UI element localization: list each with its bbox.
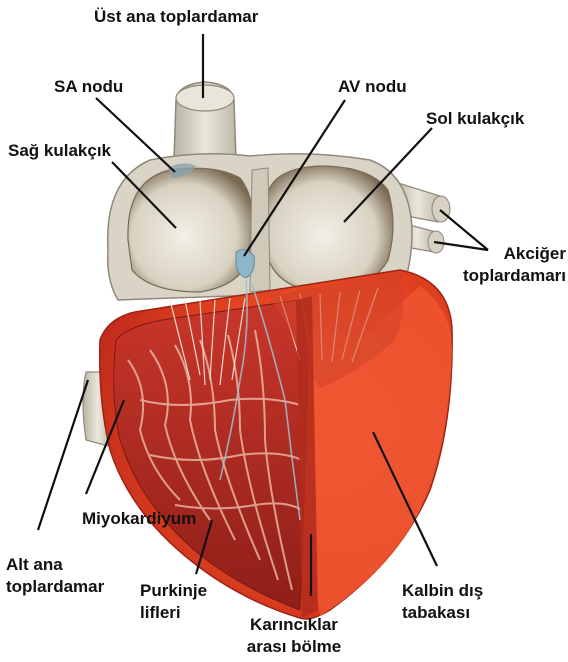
label-av-nodu: AV nodu xyxy=(338,76,407,98)
label-akciger-line2: toplardamarı xyxy=(452,265,566,287)
label-purkinje-line1: Purkinje xyxy=(140,580,207,602)
label-purkinje-lifleri: Purkinje lifleri xyxy=(140,580,207,624)
label-purkinje-line2: lifleri xyxy=(140,602,207,624)
label-miyokardiyum: Miyokardiyum xyxy=(82,508,196,530)
label-alt-ana-line2: toplardamar xyxy=(6,576,104,598)
label-sol-kulakcik-text: Sol kulakçık xyxy=(426,108,524,130)
label-alt-ana-line1: Alt ana xyxy=(6,554,104,576)
label-sa-nodu-text: SA nodu xyxy=(54,76,123,98)
label-kalbin-line2: tabakası xyxy=(402,602,483,624)
label-akciger-toplardamari: Akciğer toplardamarı xyxy=(452,243,566,287)
label-ust-ana-toplardamar: Üst ana toplardamar xyxy=(94,6,258,28)
label-sag-kulakcik: Sağ kulakçık xyxy=(8,140,111,162)
ventricles xyxy=(100,270,452,619)
label-kalbin-line1: Kalbin dış xyxy=(402,580,483,602)
label-akciger-line1: Akciğer xyxy=(452,243,566,265)
label-av-nodu-text: AV nodu xyxy=(338,76,407,98)
label-miyokardiyum-text: Miyokardiyum xyxy=(82,508,196,530)
label-ust-ana-toplardamar-text: Üst ana toplardamar xyxy=(94,6,258,28)
superior-vena-cava xyxy=(174,82,236,160)
label-sol-kulakcik: Sol kulakçık xyxy=(426,108,524,130)
label-karinciklar-line1: Karıncıklar xyxy=(232,614,356,636)
label-karinciklar-arasi-bolme: Karıncıklar arası bölme xyxy=(232,614,356,658)
label-alt-ana-toplardamar: Alt ana toplardamar xyxy=(6,554,104,598)
label-karinciklar-line2: arası bölme xyxy=(232,636,356,658)
label-sag-kulakcik-text: Sağ kulakçık xyxy=(8,140,111,162)
label-kalbin-dis-tabakasi: Kalbin dış tabakası xyxy=(402,580,483,624)
label-sa-nodu: SA nodu xyxy=(54,76,123,98)
